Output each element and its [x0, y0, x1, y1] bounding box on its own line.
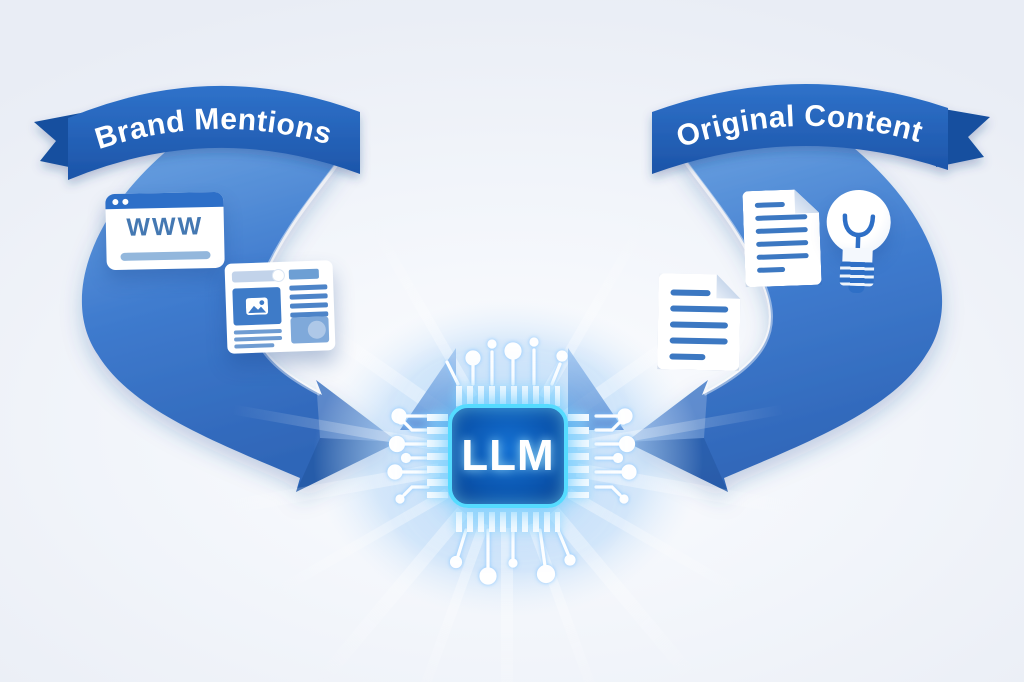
ribbon-band: [652, 83, 948, 174]
bulb-neck: [842, 247, 873, 263]
document-icon-lower: [657, 273, 741, 370]
news-text-line: [234, 335, 283, 342]
bulb-base: [839, 261, 875, 287]
news-text-line: [289, 284, 328, 291]
news-text-line: [233, 328, 282, 335]
news-media-block: [290, 316, 330, 344]
browser-underline: [120, 251, 211, 261]
chip-pins-right: [568, 414, 589, 498]
news-article-icon: [224, 260, 336, 354]
browser-dot: [112, 198, 119, 206]
doc-text-line: [670, 337, 728, 344]
doc-text-line: [756, 240, 808, 247]
chip-pins-top: [456, 386, 560, 406]
doc-text-line: [670, 305, 728, 312]
doc-text-line: [757, 253, 809, 260]
ribbon-tail: [936, 108, 990, 167]
circuit-traces: [387, 337, 637, 585]
news-photo-icon: [232, 286, 282, 326]
llm-chip: LLM: [448, 404, 568, 508]
news-header-dot: [272, 269, 285, 282]
browser-url-text: WWW: [126, 212, 204, 242]
browser-window-icon: WWW: [105, 191, 225, 271]
doc-text-line: [669, 353, 705, 360]
banner-original-content: Original Content: [652, 83, 990, 174]
doc-text-line: [670, 289, 710, 296]
doc-text-line: [756, 227, 808, 234]
news-media-circle: [307, 320, 327, 340]
llm-chip-label: LLM: [461, 431, 555, 480]
lightbulb-icon: [820, 188, 896, 295]
chip-pins-bottom: [456, 512, 560, 532]
news-text-line: [234, 343, 275, 349]
doc-text-line: [670, 321, 728, 328]
doc-text-line: [755, 214, 807, 221]
doc-text-line: [755, 202, 785, 208]
news-text-line: [289, 302, 329, 309]
doc-text-line: [757, 267, 785, 273]
news-text-line: [289, 293, 328, 300]
banner-brand-mentions: Brand Mentions: [34, 85, 360, 180]
news-top-right-bar: [288, 268, 320, 280]
browser-dot: [122, 198, 129, 205]
bulb-tip: [848, 285, 865, 294]
light-beam: [400, 348, 456, 430]
photo-glyph: [245, 297, 269, 316]
light-beam: [568, 348, 624, 430]
ribbon-band: [68, 85, 360, 180]
chip-pins-left: [427, 414, 448, 498]
